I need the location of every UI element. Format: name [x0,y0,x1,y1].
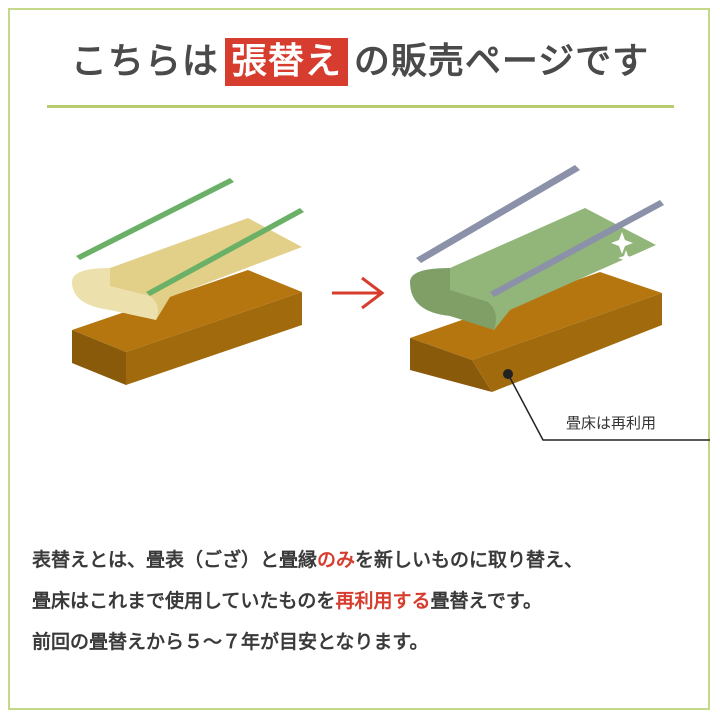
tatami-illustration [72,165,710,441]
title-divider [47,105,674,108]
page-frame [8,8,710,710]
description-line-3: 前回の畳替えから５～７年が目安となります。 [32,631,429,653]
title-suffix: の販売ページです [353,41,650,82]
page-title: こちらは張替えの販売ページです [0,32,720,86]
new-tatami-diagram [410,165,710,441]
callout-line [507,373,710,441]
old-tatami-diagram [72,178,304,385]
emphasis-only: のみ [317,549,356,571]
tatami-floor-reuse-label: 畳床は再利用 [566,414,657,432]
description-text: 表替えとは、畳表（ござ）と畳縁のみを新しいものに取り替え、 畳床はこれまで使用し… [32,540,583,663]
title-prefix: こちらは [70,41,219,82]
emphasis-reuse: 再利用する [335,590,431,612]
description-line-2: 畳床はこれまで使用していたものを再利用する畳替えです。 [32,590,542,612]
sparkle-icon [611,232,634,266]
description-line-1: 表替えとは、畳表（ござ）と畳縁のみを新しいものに取り替え、 [32,549,584,571]
title-highlight-badge: 張替え [224,38,348,86]
right-arrow-icon [332,276,385,310]
